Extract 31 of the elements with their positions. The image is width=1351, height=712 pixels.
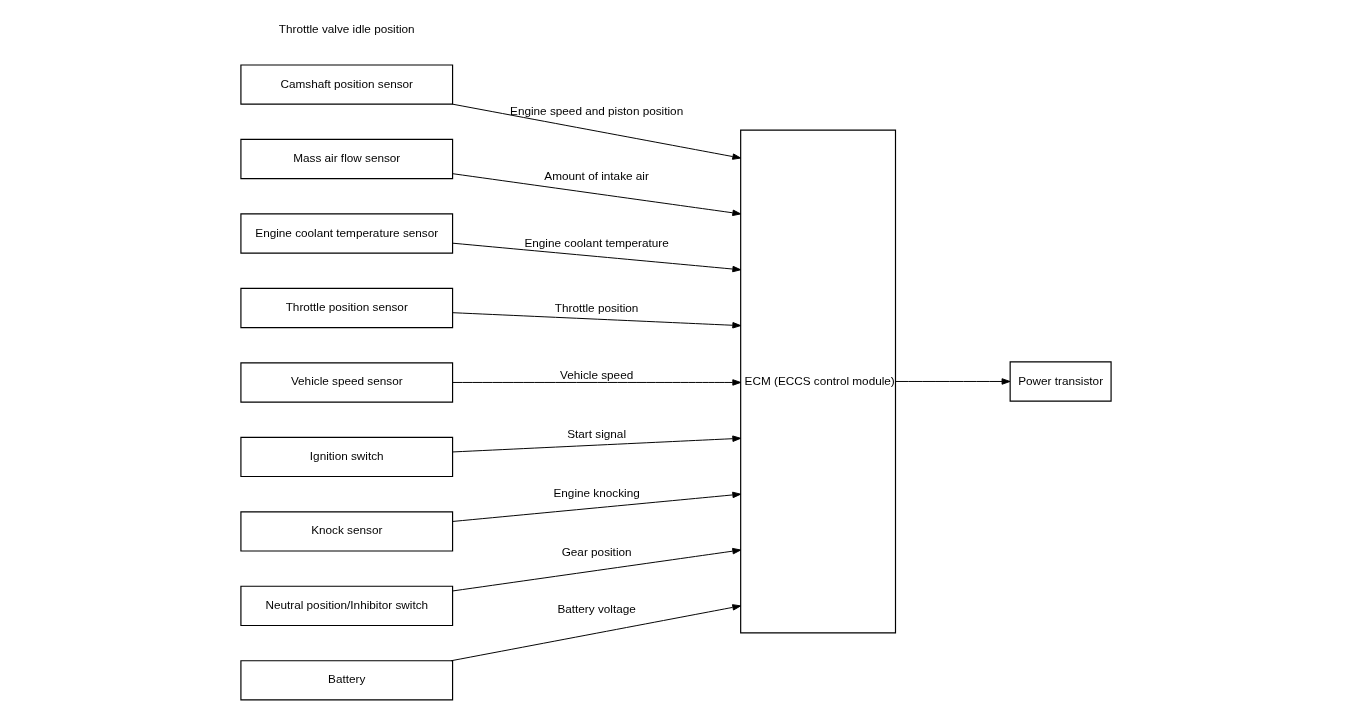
edge-label: Engine speed and piston position — [509, 103, 683, 117]
node-box: Power transistor — [1009, 361, 1112, 402]
arrow — [451, 173, 741, 217]
arrow — [451, 491, 741, 522]
node-box: Mass air flow sensor — [239, 138, 453, 180]
edge-label: Vehicle speed — [559, 368, 633, 382]
node-box: Throttle position sensor — [239, 287, 453, 329]
edge-label: Engine knocking — [553, 485, 640, 499]
node-box: Neutral position/Inhibitor switch — [239, 585, 453, 627]
edge-label: Start signal — [566, 426, 626, 440]
label: Throttle valve idle position — [278, 21, 415, 35]
arrow — [451, 435, 741, 453]
node-box: Battery — [239, 660, 453, 701]
arrow — [451, 103, 741, 160]
arrow — [451, 379, 741, 386]
node-box: Vehicle speed sensor — [239, 362, 453, 403]
node-box: Engine coolant temperature sensor — [239, 213, 453, 254]
node-box: ECM (ECCS control module) — [739, 129, 896, 634]
edge-label: Battery voltage — [556, 602, 636, 616]
edge-label: Gear position — [561, 544, 632, 558]
node-box: Camshaft position sensor — [239, 64, 453, 105]
edge-label: Throttle position — [554, 301, 638, 315]
arrow — [894, 378, 1010, 385]
node-box: Ignition switch — [239, 436, 453, 478]
edge-label: Engine coolant temperature — [523, 235, 669, 249]
arrow — [451, 312, 741, 329]
edge-label: Amount of intake air — [543, 169, 649, 183]
arrow — [450, 604, 741, 662]
arrow — [451, 547, 741, 592]
arrow — [451, 242, 741, 273]
node-box: Knock sensor — [239, 511, 453, 552]
